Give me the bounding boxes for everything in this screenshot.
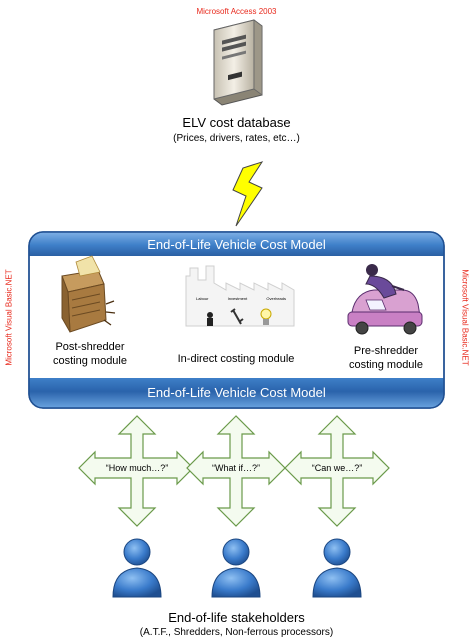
module-label-line: Pre-shredder [353,345,419,357]
cost-model-header: End-of-Life Vehicle Cost Model [147,237,326,252]
question-can-we: “Can we…?” [311,463,363,473]
two-way-arrow-middle [186,415,286,527]
module-label-line: In-direct costing module [177,353,295,365]
pre-shredder-module-label: Pre-shredder costing module [336,344,436,372]
module-label-line: costing module [53,355,127,367]
database-subtitle: (Prices, drivers, rates, etc…) [173,133,300,144]
stakeholders-title: End-of-life stakeholders [168,610,305,625]
side-note-right: Microsoft Visual Basic.NET [460,269,470,366]
database-software-note: Microsoft Access 2003 [196,7,277,16]
question-how-much: “How much…?” [105,463,169,473]
stakeholder-person-icon [312,538,362,598]
two-way-arrow-right [284,415,390,527]
post-shredder-module-label: Post-shredder costing module [40,340,140,368]
database-title: ELV cost database [182,115,291,130]
two-way-arrow-left [78,415,194,527]
factory-icon [185,265,295,327]
module-label-line: Post-shredder [55,341,125,353]
database-server-icon [213,19,263,106]
mechanic-car-icon [347,264,423,335]
side-note-left: Microsoft Visual Basic.NET [4,269,14,366]
stakeholder-person-icon [211,538,261,598]
lightning-bolt-icon [232,161,264,227]
cost-model-footer: End-of-Life Vehicle Cost Model [147,385,326,400]
module-label-line: costing module [349,359,423,371]
investment-icon-label: Investment [227,296,248,301]
shredder-machine-icon [61,255,116,333]
labour-icon-label: Labour [196,296,209,301]
indirect-module-label: In-direct costing module [166,352,306,366]
stakeholder-person-icon [112,538,162,598]
indirect-icon-labels: Labour Investment Overheads [196,296,286,301]
stakeholders-subtitle: (A.T.F., Shredders, Non-ferrous processo… [139,627,334,638]
overheads-icon-label: Overheads [266,296,286,301]
question-what-if: “What if…?” [211,463,260,473]
